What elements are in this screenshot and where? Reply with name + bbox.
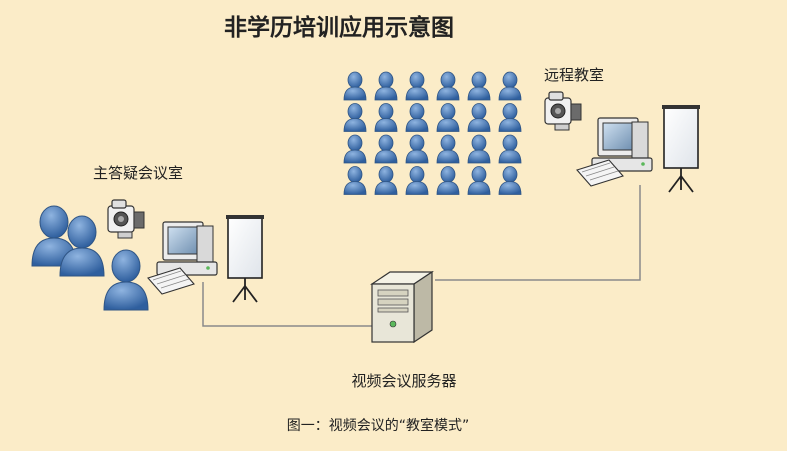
remote-classroom-label: 远程教室 xyxy=(544,66,604,84)
network-connections xyxy=(202,185,641,327)
figure-caption: 图一：视频会议的“教室模式” xyxy=(287,417,470,434)
computer-icon xyxy=(156,221,218,276)
diagram-title: 非学历培训应用示意图 xyxy=(224,14,454,41)
qa-room-label: 主答疑会议室 xyxy=(93,164,183,182)
connector-server-to-remote xyxy=(435,185,641,281)
server-label: 视频会议服务器 xyxy=(351,372,456,390)
connector-qa-to-server xyxy=(202,282,372,327)
server-icon xyxy=(370,270,434,344)
